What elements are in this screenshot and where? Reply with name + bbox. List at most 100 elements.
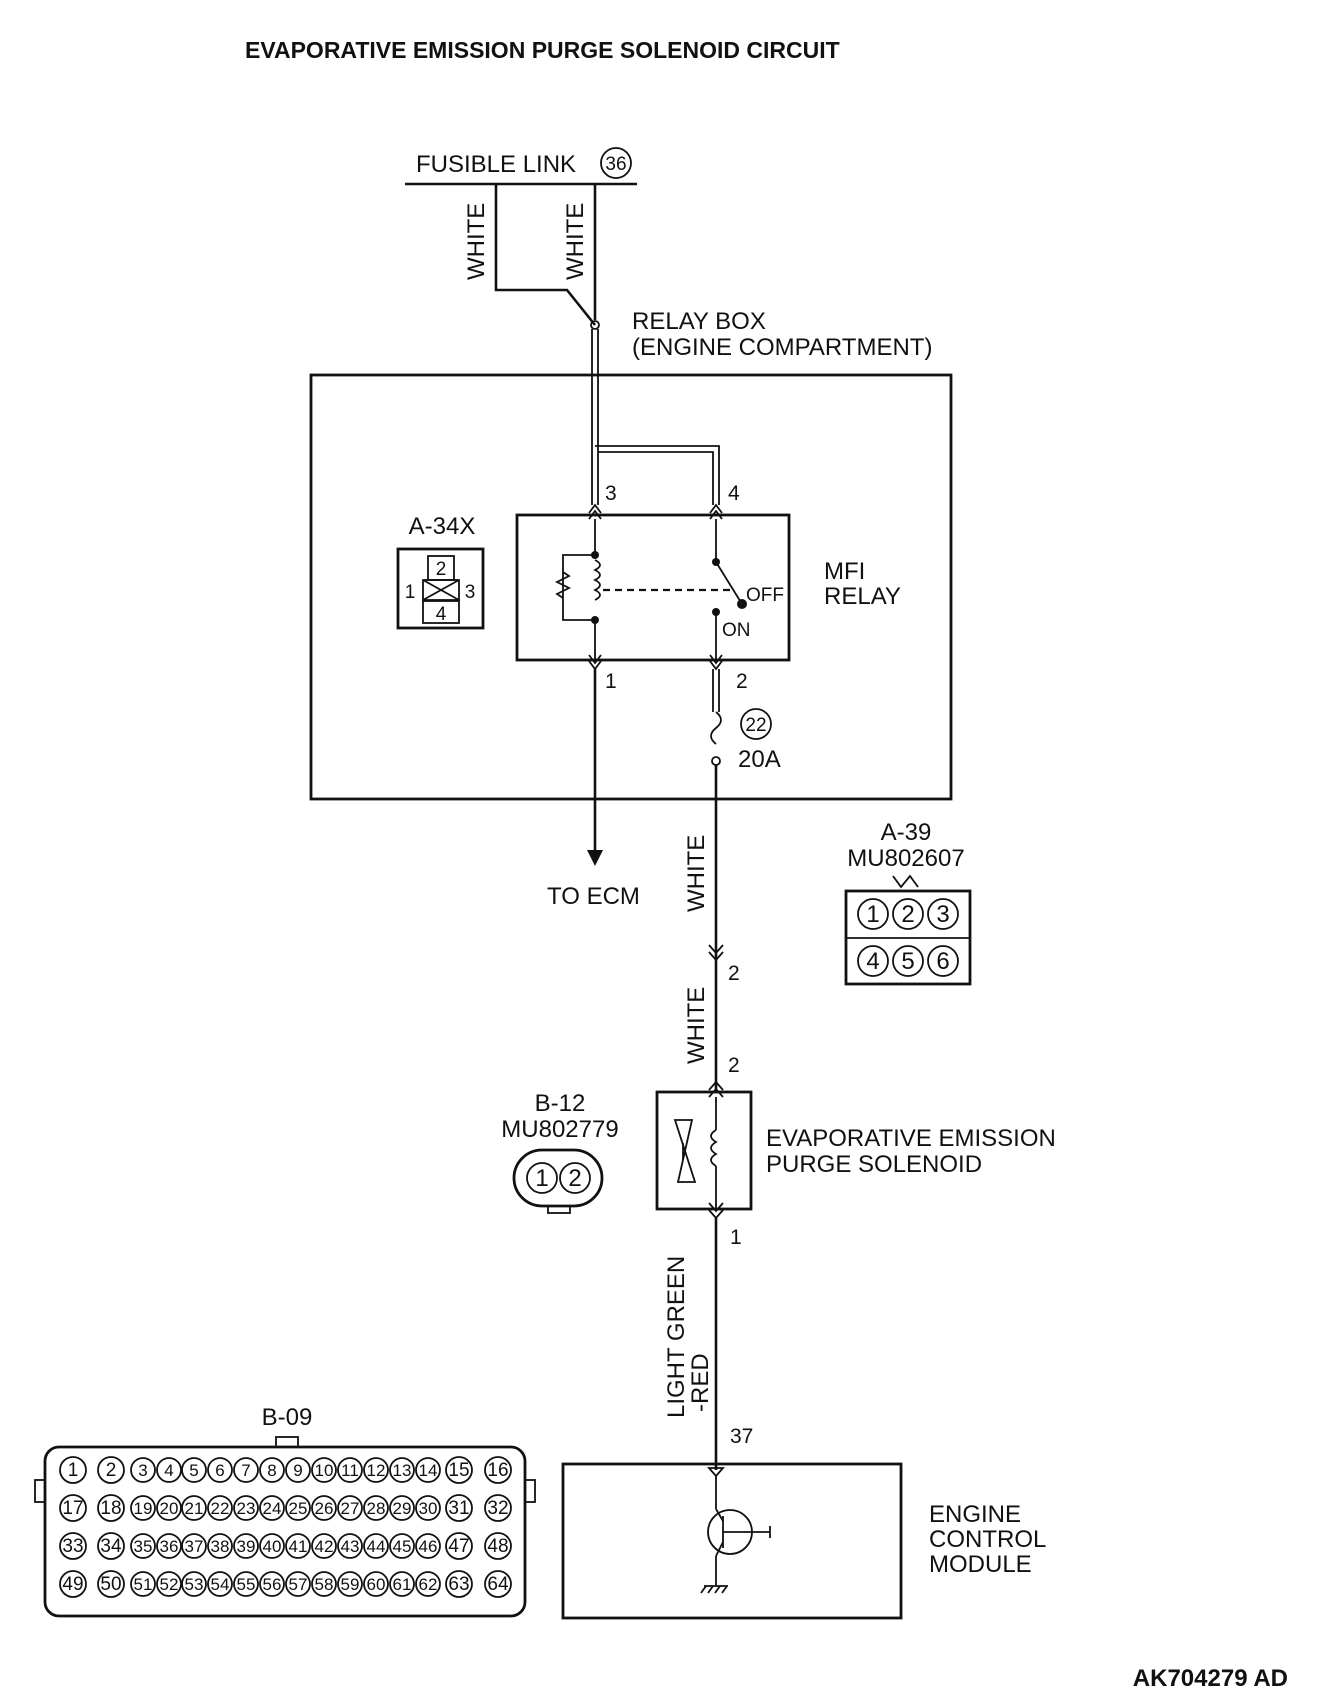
b09-pin: 30 [419,1499,438,1518]
b09-pin: 45 [393,1537,412,1556]
b09-pin-circle [130,1533,156,1559]
a39-id: A-39 [881,819,932,846]
b12-part: MU802779 [501,1116,618,1143]
b09-pin-circle [389,1571,415,1597]
b09-pin: 6 [215,1461,224,1480]
ecm-label-line3: MODULE [929,1551,1032,1578]
b09-pin: 49 [62,1574,83,1595]
ecm-pin: 37 [730,1425,753,1448]
a39-pin-1-circle [857,898,889,930]
b09-pin-circle [233,1457,259,1483]
fuse-terminal [711,756,721,766]
relay-branch-wire-outer [595,445,720,505]
b09-pin: 33 [62,1536,83,1557]
b09-pin-circle [207,1495,233,1521]
switch-contact-arm [715,561,743,605]
pin2-arrow [709,654,723,671]
ecm-input-arrow [707,1467,725,1478]
b09-pin: 50 [100,1574,121,1595]
to-ecm-label: TO ECM [547,883,640,910]
b09-pin-circle [181,1571,207,1597]
pin4-arrow [709,503,723,520]
b09-pin-circle [233,1533,259,1559]
wire-label-white-left: WHITE [463,203,490,280]
splice-point [590,320,600,330]
pin3-arrow [588,503,602,520]
a39-pin: 2 [728,962,740,985]
solenoid-pin-in: 2 [728,1054,740,1077]
mfi-relay-pin-2: 2 [736,670,748,693]
fusible-link-number: 36 [605,154,626,175]
b09-pin: 18 [100,1498,121,1519]
b09-connector-body [43,1445,527,1618]
b09-pin-circle [363,1457,389,1483]
b09-pin-circle [337,1495,363,1521]
b09-pin-circle [363,1533,389,1559]
relay-branch-wire-inner [598,451,714,505]
a34x-connector-body [396,547,485,630]
b09-pin-circle [259,1457,285,1483]
b12-pin-1-circle [526,1162,558,1194]
b09-pin-circle [415,1533,441,1559]
b09-pin: 36 [160,1537,179,1556]
b09-pin: 60 [367,1575,386,1594]
b09-pin: 37 [185,1537,204,1556]
b09-pin: 39 [237,1537,256,1556]
b09-pin: 40 [263,1537,282,1556]
b09-pin-circle [156,1533,182,1559]
b09-pin: 3 [138,1461,147,1480]
a39-pin-3: 3 [936,901,949,928]
b09-pin-circle [59,1570,87,1598]
a39-pin-6: 6 [936,948,949,975]
b09-pin-circle [59,1494,87,1522]
b09-pin-circle [156,1571,182,1597]
b09-pin: 24 [263,1499,282,1518]
b09-pin-circle [233,1571,259,1597]
b09-pin-circle [415,1457,441,1483]
mfi-relay-pin-3: 3 [605,482,617,505]
solenoid-label-line2: PURGE SOLENOID [766,1151,982,1178]
b09-pin-circle [233,1495,259,1521]
a39-pin-4-circle [857,945,889,977]
to-ecm-arrow [587,850,603,866]
b09-pin-circle [97,1494,125,1522]
b12-id: B-12 [535,1090,586,1117]
b09-pin: 13 [393,1461,412,1480]
b09-pin: 62 [419,1575,438,1594]
solenoid-coil-icon [710,1129,718,1167]
a39-pin-grid: 1 2 3 4 5 6 [857,898,959,977]
b09-pin: 42 [315,1537,334,1556]
b09-pin-circle [311,1495,337,1521]
switch-off-label: OFF [746,585,784,606]
mfi-relay-label-line2: RELAY [824,583,901,610]
fuse-number: 22 [745,715,766,736]
b09-pin-circle [181,1495,207,1521]
b09-pin-circle [389,1457,415,1483]
a34x-cross-b [422,579,460,601]
b09-pin: 25 [289,1499,308,1518]
b12-pin-2-circle [559,1162,591,1194]
b09-pin: 53 [185,1575,204,1594]
b09-pin-circle [97,1456,125,1484]
b09-pin: 15 [448,1460,469,1481]
b09-pin-circle [445,1494,473,1522]
b09-pin: 16 [487,1460,508,1481]
b09-pin-circle [484,1570,512,1598]
mfi-relay-label-line1: MFI [824,558,865,585]
b09-pin: 31 [448,1498,469,1519]
b09-pin-circle [97,1570,125,1598]
a34x-pin-3: 3 [465,582,476,603]
a34x-pin-2: 2 [436,559,447,580]
a39-pin-3-circle [927,898,959,930]
b09-pin: 27 [341,1499,360,1518]
b09-pin: 46 [419,1537,438,1556]
b09-pin-circle [285,1495,311,1521]
b09-pin-circle [389,1533,415,1559]
b09-pin-circle [445,1570,473,1598]
b09-pin: 64 [487,1574,509,1595]
a39-pin-2: 2 [901,901,914,928]
fuse-number-circle [740,708,772,740]
resistor-icon [554,571,572,599]
b09-pin-circle [130,1495,156,1521]
